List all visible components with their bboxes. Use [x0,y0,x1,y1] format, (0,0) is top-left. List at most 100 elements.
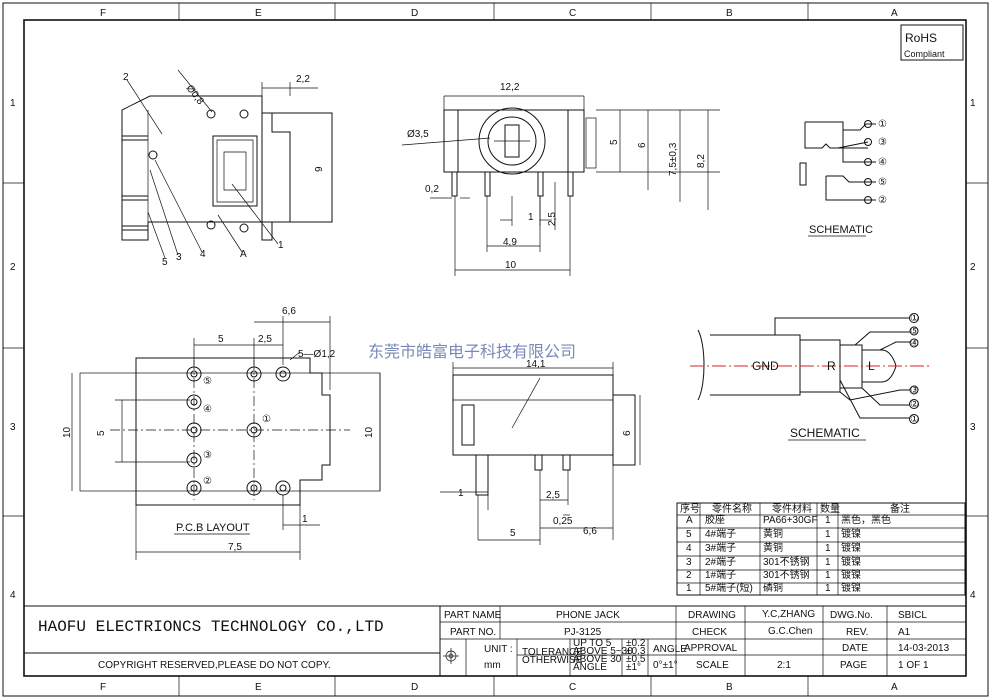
dim-label: 7,5 [228,542,242,553]
row-label: 1 [970,98,976,109]
col-label: D [411,8,418,19]
tol-val: ±0.2 [626,638,646,649]
dim-label: 9 [314,166,325,172]
unit-value: mm [484,660,501,671]
plug-l: L [868,359,875,373]
angle-label: ANGLE [573,662,607,673]
schematic-label: SCHEMATIC [790,426,860,440]
dim-label: 2,5 [546,490,560,501]
row-label: 3 [970,422,976,433]
date-value: 14-03-2013 [898,643,950,654]
dim-label: 10 [505,260,517,271]
dim-label: Ø0,8 [184,83,206,107]
dim-label: 1 [458,488,464,499]
node-label: ⑤ [878,177,887,188]
rohs-title: RoHS [905,31,937,45]
pad-label: ③ [203,450,212,461]
bom-cell: 1 [825,515,831,526]
dim-label: 10 [62,426,73,438]
copyright: COPYRIGHT RESERVED,PLEASE DO NOT COPY. [98,660,331,671]
date-label: DATE [842,643,868,654]
rev-value: A1 [898,627,911,638]
dim-label: 5 [218,334,224,345]
pin-label: 3 [176,252,182,263]
dwg-label: DWG.No. [830,610,873,621]
approval-label: APPROVAL [684,643,738,654]
bom-cell: 1 [825,529,831,540]
bom-cell: 2#端子 [705,555,736,568]
bom-cell: 5#端子(短) [705,581,753,594]
pad-label: ② [203,476,212,487]
angle2-val: 0°±1° [653,660,678,671]
tol-row: ABOVE 5~30 [573,646,633,657]
bom-cell: 5 [686,529,692,540]
page-value: 1 OF 1 [898,660,929,671]
dim-label: 7,5±0,3 [668,142,679,176]
bom-cell: 1#端子 [705,568,736,581]
node-label: ④ [878,157,887,168]
drawing-value: Y.C,ZHANG [762,609,815,620]
pin-label: 1 [278,240,284,251]
row-label: 2 [10,262,16,273]
bom-cell: 301不锈钢 [763,568,810,581]
bom-cell: 1 [686,583,692,594]
node-label: ③ [910,385,919,396]
dim-label: 5 [510,528,516,539]
col-label: A [891,682,898,693]
bom-cell: 1 [825,583,831,594]
pad-label: ⑤ [203,376,212,387]
bom-cell: 1 [825,543,831,554]
bom-cell: 301不锈钢 [763,555,810,568]
pad-label: ④ [203,404,212,415]
zone-ticks [3,3,988,696]
dim-label: 8,2 [696,154,707,168]
row-label: 1 [10,98,16,109]
bom-cell: 镀镍 [841,555,861,568]
col-label: D [411,682,418,693]
bom-cell: 1 [825,557,831,568]
bom-cell: 4 [686,543,692,554]
node-label: ⑤ [910,326,919,337]
angle-val: ±1° [626,662,641,673]
bom-cell: 1 [825,570,831,581]
bom-cell: 黄铜 [763,541,783,554]
schematic-2: ① ⑤ ④ ③ ② ① GND R L SCHEMATIC [690,313,930,441]
dim-label: 6,6 [583,526,597,537]
dim-label: 6 [637,142,648,148]
bom-table: 序号 零件名称 零件材料 数量 备注 [676,502,966,596]
page-label: PAGE [840,660,867,671]
col-label: A [891,8,898,19]
side-view: Ø0,8 2,2 9 2 5 3 4 A 1 [121,69,333,268]
plug-r: R [827,359,836,373]
pcb-label: P.C.B LAYOUT [176,522,250,534]
scale-value: 2:1 [777,660,791,671]
pin-label: 4 [200,249,206,260]
dim-label: 0,2 [425,184,439,195]
col-label: E [255,682,262,693]
otherwise-label: OTHERWISE [522,655,583,666]
watermark: 东莞市皓富电子科技有限公司 [368,342,576,361]
col-label: C [569,8,576,19]
rev-label: REV. [846,627,868,638]
dim-label: 2,5 [547,212,558,226]
tol-row: ABOVE 30 [573,654,622,665]
bom-cell: 镀镍 [841,581,861,594]
bom-cell: 黄铜 [763,527,783,540]
dim-label: Ø3,5 [407,129,429,140]
tol-val: ±0.3 [626,646,646,657]
title-block: HAOFU ELECTRIONCS TECHNOLOGY CO.,LTD COP… [24,605,966,676]
bom-cell: 镀镍 [841,527,861,540]
bom-cell: 胶座 [705,513,725,526]
schematic-label: SCHEMATIC [809,224,873,236]
col-label: B [726,682,733,693]
col-label: E [255,8,262,19]
col-label: B [726,8,733,19]
dim-label: 5 [609,139,620,145]
bom-cell: 3 [686,557,692,568]
bom-cell: 磷铜 [763,581,783,594]
node-label: ① [878,119,887,130]
bom-header: 零件材料 [772,502,812,515]
